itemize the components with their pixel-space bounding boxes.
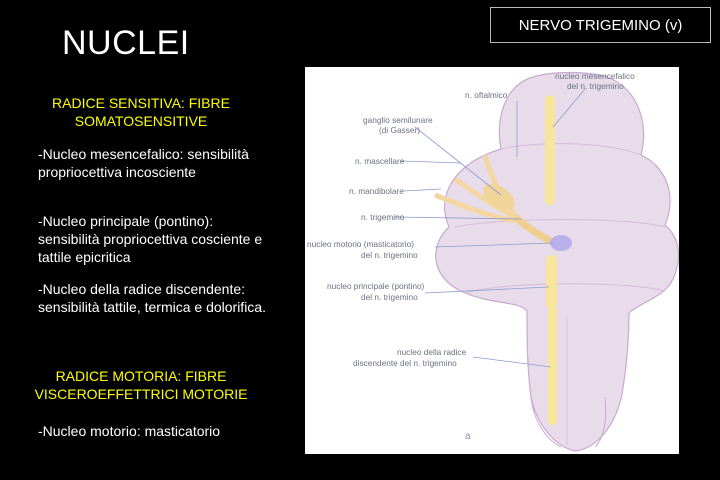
label-mandibular: n. mandibolare bbox=[349, 186, 404, 196]
sensory-item-descending: -Nucleo della radice discendente: sensib… bbox=[38, 281, 266, 315]
leader-lines bbox=[394, 88, 586, 368]
motor-root-heading: RADICE MOTORIA: FIBRE VISCEROEFFETTRICI … bbox=[6, 367, 276, 403]
label-principal-nucleus-1: nucleo principale (pontino) bbox=[327, 281, 425, 291]
motor-heading-line-1: RADICE MOTORIA: FIBRE bbox=[55, 368, 227, 384]
sensory-heading-line-2: SOMATOSENSITIVE bbox=[74, 113, 208, 129]
panel-letter: a bbox=[465, 431, 471, 442]
label-ophthalmic: n. oftalmico bbox=[465, 90, 508, 100]
label-descending-nucleus-1: nucleo della radice bbox=[397, 347, 467, 357]
label-ganglion-1: ganglio semilunare bbox=[363, 115, 433, 125]
label-ganglion-2: (di Gasser) bbox=[379, 125, 420, 135]
sensory-heading-line-1: RADICE SENSITIVA: FIBRE bbox=[52, 95, 230, 111]
motor-item-masticatory: -Nucleo motorio: masticatorio bbox=[38, 423, 221, 439]
label-principal-nucleus-2: del n. trigemino bbox=[361, 292, 418, 302]
label-maxillary: n. mascellare bbox=[355, 156, 405, 166]
label-trigeminal-nerve: n. trigemino bbox=[361, 212, 405, 222]
sensory-root-heading: RADICE SENSITIVA: FIBRE SOMATOSENSITIVE bbox=[10, 94, 272, 130]
label-descending-nucleus-2: discendente del n. trigemino bbox=[353, 358, 457, 368]
principal-nucleus bbox=[546, 255, 557, 309]
slide-title: NUCLEI bbox=[62, 24, 190, 62]
sensory-item-mesencephalic: -Nucleo mesencefalico: sensibilità propr… bbox=[38, 146, 249, 180]
label-motor-nucleus-1: nucleo motorio (masticatorio) bbox=[307, 239, 414, 249]
motor-heading-line-2: VISCEROEFFETTRICI MOTORIE bbox=[34, 386, 248, 402]
mesencephalic-nucleus bbox=[545, 95, 555, 205]
brainstem-illustration: n. oftalmico nucleo mesencefalico del n.… bbox=[307, 71, 679, 452]
label-mesencephalic-1: nucleo mesencefalico bbox=[555, 71, 635, 81]
trigeminal-nuclei-figure: n. oftalmico nucleo mesencefalico del n.… bbox=[305, 67, 679, 454]
label-mesencephalic-2: del n. trigemino bbox=[567, 81, 624, 91]
label-motor-nucleus-2: del n. trigemino bbox=[361, 250, 418, 260]
topic-box: NERVO TRIGEMINO (v) bbox=[490, 7, 711, 43]
sensory-item-principal: -Nucleo principale (pontino): sensibilit… bbox=[38, 213, 263, 265]
descending-nucleus bbox=[548, 307, 557, 425]
motor-nucleus bbox=[550, 235, 572, 251]
brainstem-shape bbox=[435, 71, 679, 452]
